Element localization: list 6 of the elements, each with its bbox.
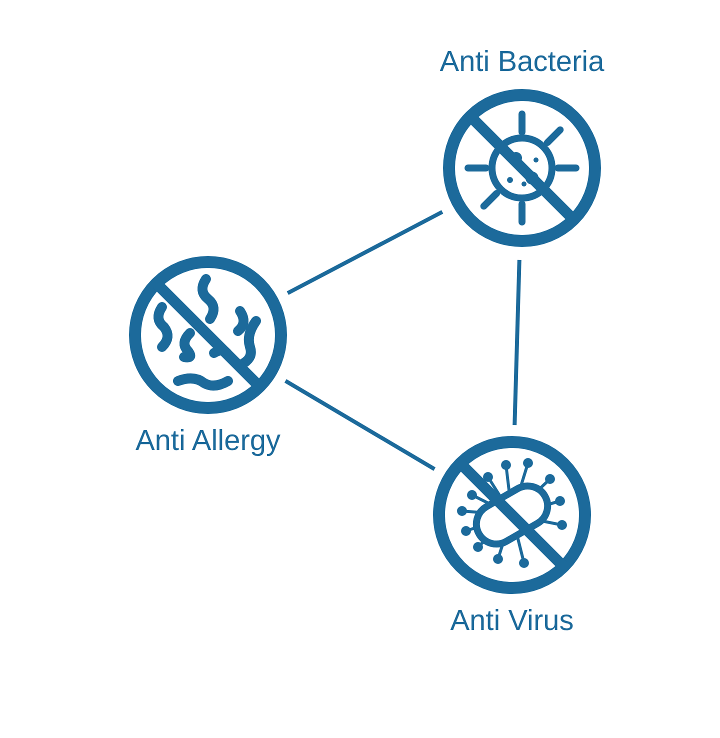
connector-line [284, 379, 436, 471]
node-label: Anti Bacteria [440, 45, 604, 80]
node-label: Anti Allergy [135, 424, 281, 459]
connector-line [286, 210, 444, 295]
node-label: Anti Virus [450, 604, 574, 639]
connector-line [512, 260, 522, 426]
